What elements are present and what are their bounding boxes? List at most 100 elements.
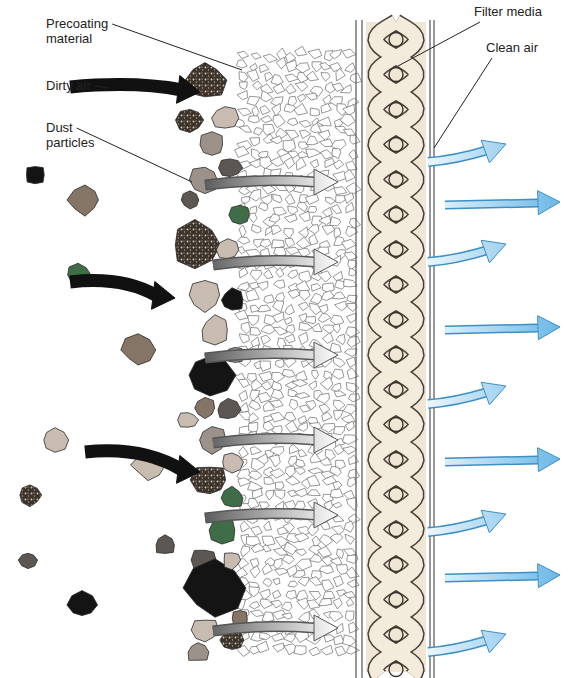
- precoat-shard: [333, 400, 345, 410]
- precoat-shard: [239, 225, 246, 238]
- precoat-shard: [273, 327, 288, 335]
- precoat-shard: [282, 613, 292, 619]
- precoat-shard: [310, 293, 322, 304]
- air-flow-arrow: [314, 342, 338, 368]
- clean-air-arrow: [428, 150, 488, 162]
- precoat-shard: [247, 96, 260, 105]
- precoat-shard: [330, 557, 342, 565]
- precoat-shard: [298, 302, 308, 311]
- precoat-shard: [330, 466, 342, 476]
- precoat-shard: [318, 271, 331, 282]
- precoat-shard: [269, 455, 280, 467]
- fibre-loop: [389, 593, 403, 607]
- precoat-shard: [310, 554, 322, 562]
- precoat-shard: [265, 72, 273, 81]
- precoat-shard: [322, 423, 336, 432]
- precoat-shard: [294, 103, 308, 115]
- dust-particle: [18, 553, 37, 568]
- precoat-shard: [295, 46, 307, 56]
- dust-particle: [200, 132, 223, 156]
- precoat-shard: [305, 194, 319, 204]
- precoat-shard: [296, 459, 306, 467]
- precoat-shard: [332, 149, 341, 159]
- dust-particle: [218, 398, 241, 418]
- precoat-shard: [237, 51, 248, 58]
- precoat-shard: [298, 449, 307, 457]
- precoat-shard: [251, 53, 261, 60]
- clean-air-arrow: [428, 392, 488, 404]
- precoat-shard: [260, 599, 272, 609]
- precoat-shard: [307, 71, 319, 81]
- precoat-shard: [322, 412, 332, 422]
- precoat-shard: [336, 334, 345, 344]
- precoat-shard: [318, 130, 330, 140]
- air-flow-arrow: [314, 502, 338, 528]
- precoat-shard: [332, 292, 345, 299]
- precoat-shard: [310, 159, 319, 168]
- precoat-shard: [349, 622, 359, 633]
- precoat-shard: [312, 62, 321, 72]
- precoat-shard: [336, 196, 346, 203]
- clean-air-arrow: [445, 576, 538, 578]
- precoat-shard: [331, 383, 341, 392]
- precoat-shard: [235, 310, 249, 320]
- precoat-shard: [295, 82, 308, 91]
- precoat-shard: [261, 116, 272, 123]
- precoat-shard: [350, 135, 360, 144]
- precoat-shard: [284, 634, 295, 642]
- fibre-loop: [389, 68, 403, 82]
- dust-particle: [178, 413, 199, 428]
- precoat-shard: [250, 138, 260, 147]
- precoat-shard: [307, 475, 320, 486]
- precoat-shard: [271, 226, 281, 235]
- dust-particle: [188, 643, 209, 661]
- callout-label: Dirty air: [46, 78, 126, 93]
- precoat-shard: [299, 612, 310, 624]
- precoat-shard: [248, 316, 260, 326]
- precoat-shard: [319, 139, 333, 147]
- fibre-outline: [376, 22, 416, 676]
- precoat-shard: [276, 267, 284, 277]
- precoat-shard: [309, 647, 321, 656]
- precoat-shard: [306, 136, 318, 145]
- precoat-shard: [295, 549, 307, 556]
- precoat-shard: [294, 468, 305, 475]
- precoat-shard: [289, 444, 299, 453]
- air-flow-arrow: [314, 249, 338, 275]
- precoat-shard: [336, 68, 345, 81]
- fibre-loop: [389, 243, 403, 257]
- precoat-shard: [310, 108, 320, 116]
- dust-particle: [20, 485, 42, 507]
- precoat-shard: [342, 49, 356, 58]
- precoat-shard: [322, 225, 335, 234]
- precoat-shard: [284, 412, 296, 421]
- precoat-shard: [322, 207, 332, 216]
- precoat-shard: [311, 284, 321, 292]
- fibre-loop: [389, 138, 403, 152]
- precoat-shard: [270, 136, 282, 144]
- precoat-shard: [284, 214, 297, 222]
- clean-air-arrow: [481, 140, 506, 163]
- precoat-shard: [334, 391, 346, 397]
- precoat-shard: [319, 566, 333, 574]
- precoat-shard: [248, 498, 259, 508]
- precoat-shard: [236, 60, 247, 68]
- leader-line: [434, 58, 492, 148]
- precoat-shard: [251, 380, 263, 392]
- precoat-shard: [266, 490, 274, 500]
- fibre-loop: [389, 383, 403, 397]
- dust-particle: [221, 288, 243, 310]
- precoat-shard: [250, 610, 264, 617]
- clean-air-arrow: [428, 250, 488, 262]
- precoat-shard: [299, 227, 309, 238]
- air-flow-arrow: [205, 514, 315, 518]
- precoat-shard: [281, 602, 292, 611]
- dust-particle: [121, 334, 156, 365]
- precoat-shard: [321, 291, 334, 301]
- precoat-shard: [344, 349, 357, 357]
- precoat-shard: [262, 563, 272, 575]
- dust-particle: [156, 535, 174, 554]
- precoat-shard: [283, 555, 295, 564]
